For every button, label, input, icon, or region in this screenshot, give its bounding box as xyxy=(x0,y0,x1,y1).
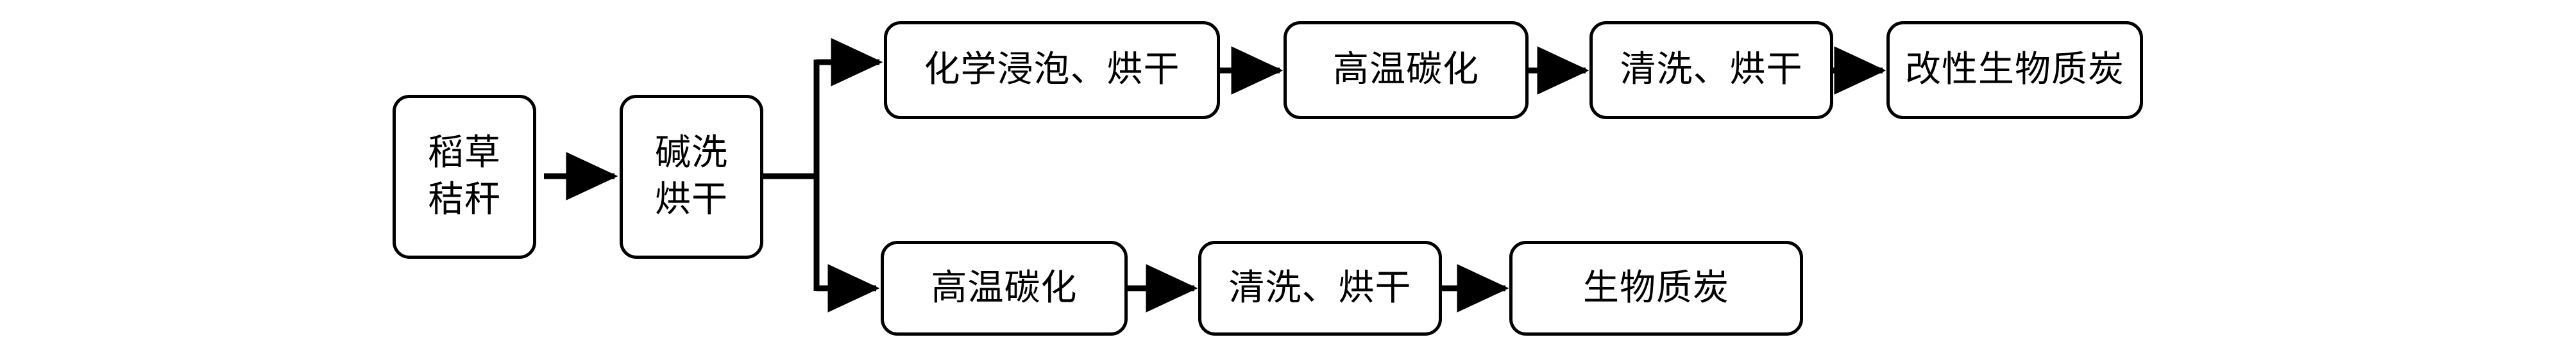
node-raw-material[interactable]: 稻草 秸秆 xyxy=(393,95,536,259)
node-top-modified-biochar[interactable]: 改性生物质炭 xyxy=(1886,21,2143,119)
node-alkali-wash[interactable]: 碱洗 烘干 xyxy=(620,95,763,259)
node-bottom-high-temp-carbonization[interactable]: 高温碳化 xyxy=(881,241,1128,336)
node-top-wash-dry[interactable]: 清洗、烘干 xyxy=(1589,21,1833,119)
node-top-chemical-soak-dry[interactable]: 化学浸泡、烘干 xyxy=(884,21,1220,119)
node-bottom-biochar[interactable]: 生物质炭 xyxy=(1509,241,1803,336)
node-bottom-wash-dry[interactable]: 清洗、烘干 xyxy=(1198,241,1442,336)
node-top-high-temp-carbonization[interactable]: 高温碳化 xyxy=(1284,21,1529,119)
